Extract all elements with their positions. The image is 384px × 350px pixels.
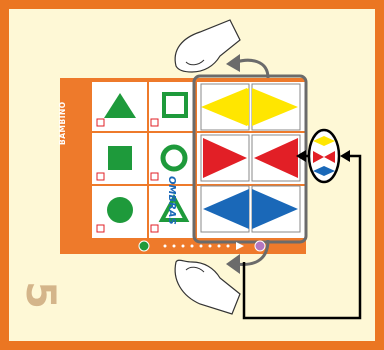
green-circle-icon [107,197,133,223]
purple-dot-icon [255,241,265,251]
green-dot-icon [139,241,149,251]
brand-label: BAMBINO [58,101,67,145]
step-number: 5 [20,275,60,315]
game-label: OMBRAS [166,176,177,225]
green-square-icon [108,146,132,170]
